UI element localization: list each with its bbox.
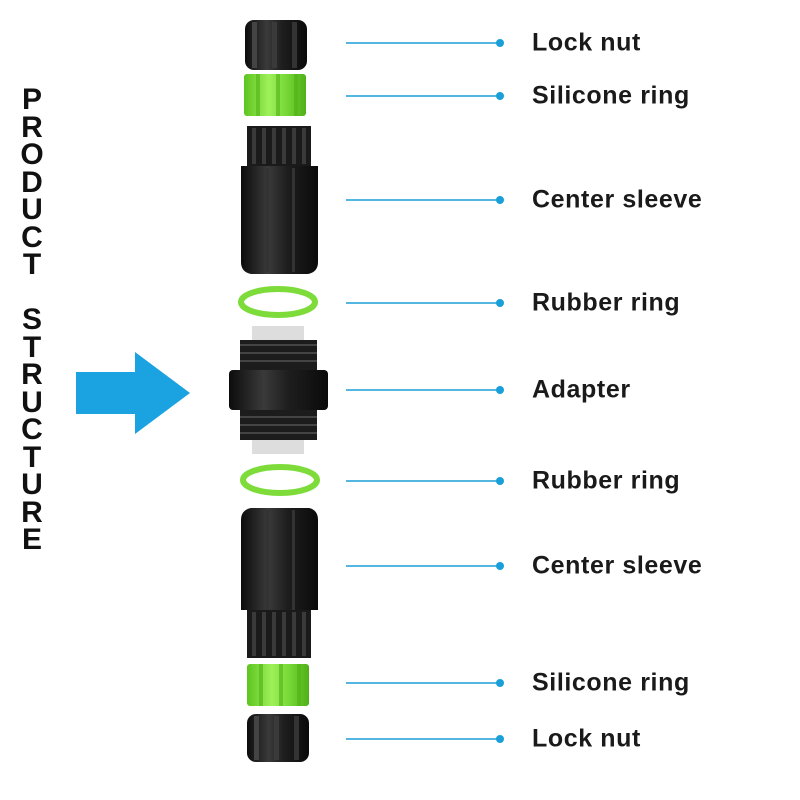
leader-dot-icon bbox=[496, 299, 504, 307]
part-label-silicone-ring: Silicone ring bbox=[532, 668, 690, 697]
title-letter: T bbox=[22, 248, 42, 281]
top-center-sleeve-part bbox=[241, 126, 318, 274]
leader-dot-icon bbox=[496, 196, 504, 204]
title-letter: D bbox=[21, 165, 43, 199]
leader-dot-icon bbox=[496, 92, 504, 100]
title-letter: T bbox=[22, 440, 42, 474]
title-letter: C bbox=[21, 220, 43, 254]
part-label-rubber-ring: Rubber ring bbox=[532, 466, 681, 495]
pointer-arrow-icon bbox=[76, 352, 190, 434]
leader-dot-icon bbox=[496, 39, 504, 47]
part-label-silicone-ring: Silicone ring bbox=[532, 81, 690, 110]
adapter-part bbox=[229, 326, 328, 454]
part-label-lock-nut: Lock nut bbox=[532, 28, 641, 57]
title-letter: O bbox=[20, 138, 44, 171]
title-letter: S bbox=[21, 303, 42, 336]
part-label-center-sleeve: Center sleeve bbox=[532, 185, 703, 214]
leader-dot-icon bbox=[496, 679, 504, 687]
title-letter: R bbox=[21, 110, 43, 144]
bottom-lock-nut-part bbox=[247, 714, 309, 762]
title-letter: R bbox=[21, 495, 43, 529]
top-rubber-ring-part bbox=[238, 286, 318, 318]
top-lock-nut-part bbox=[245, 20, 307, 70]
title-letter: R bbox=[21, 358, 43, 391]
title-letter: U bbox=[21, 385, 43, 419]
leader-dot-icon bbox=[496, 562, 504, 570]
leader-dot-icon bbox=[496, 735, 504, 743]
title-letter: U bbox=[21, 193, 43, 226]
title-letter: E bbox=[21, 523, 42, 556]
part-label-lock-nut: Lock nut bbox=[532, 724, 641, 753]
title-letter: P bbox=[21, 83, 42, 116]
bottom-rubber-ring-part bbox=[240, 464, 320, 496]
part-label-center-sleeve: Center sleeve bbox=[532, 551, 703, 580]
leader-lines bbox=[346, 39, 504, 743]
title-letter: T bbox=[22, 330, 42, 364]
leader-dot-icon bbox=[496, 386, 504, 394]
part-label-rubber-ring: Rubber ring bbox=[532, 288, 681, 317]
top-silicone-ring-part bbox=[244, 74, 306, 116]
part-label-adapter: Adapter bbox=[532, 375, 631, 404]
leader-dot-icon bbox=[496, 477, 504, 485]
bottom-silicone-ring-part bbox=[247, 664, 309, 706]
title-letter: U bbox=[21, 468, 43, 501]
bottom-center-sleeve-part bbox=[241, 508, 318, 658]
title-letter: C bbox=[21, 413, 43, 446]
